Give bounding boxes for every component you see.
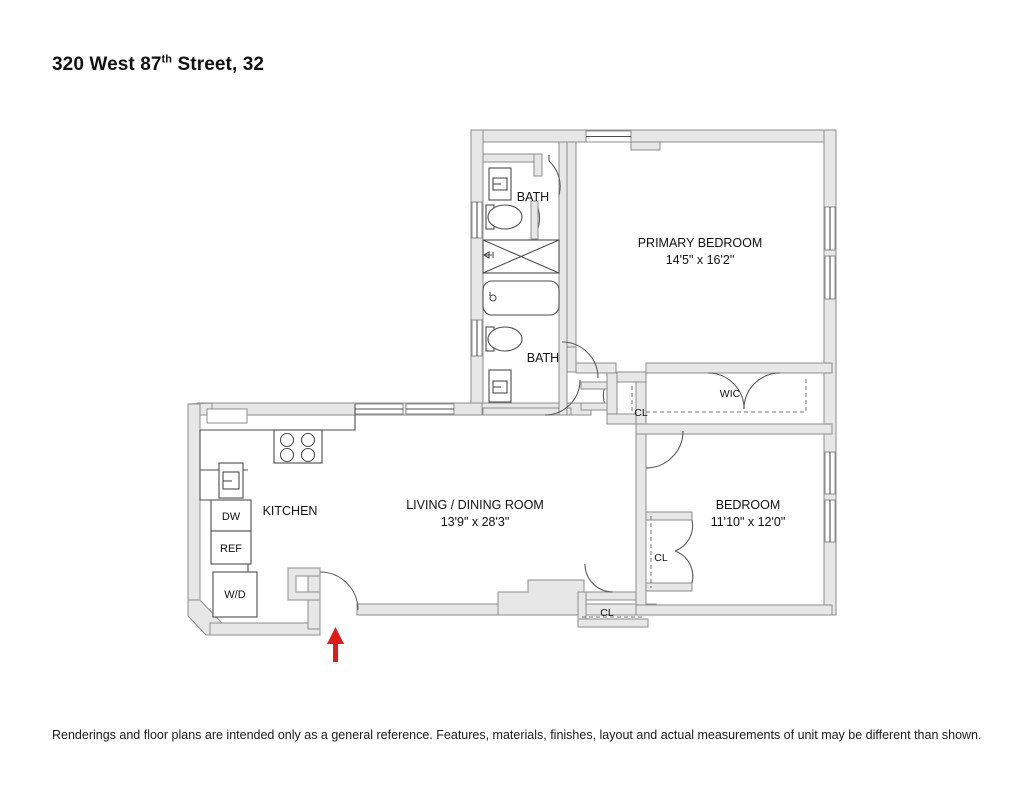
wall-bedroom-closet-top	[645, 511, 693, 521]
wall-exterior-left-upper	[470, 129, 484, 416]
label-bedroom: BEDROOM	[716, 498, 781, 512]
wall-living-bedroom-divider	[635, 423, 647, 616]
wall-closet-living-bottom	[577, 618, 649, 628]
window-kitchen-corner	[206, 408, 248, 424]
label-refrigerator: REF	[220, 543, 242, 555]
wall-primary-bottom-left	[575, 362, 617, 374]
wall-bath-upper-jamb	[533, 153, 543, 177]
label-washer-dryer: W/D	[224, 589, 245, 601]
dim-living-dining-room: 13'9" x 28'3"	[441, 515, 510, 529]
door-bedroom-entry	[645, 430, 684, 469]
burner-2	[300, 432, 316, 448]
tub-drain	[489, 294, 497, 302]
door-bath-lower-2	[544, 379, 581, 416]
wall-closet-wic-header	[580, 381, 608, 390]
wall-bath-upper-partition	[530, 200, 539, 240]
page-title-prefix: 320 West 87	[52, 54, 162, 75]
label-dishwasher: DW	[222, 511, 241, 523]
wall-kitchen-pantry-nook	[287, 567, 321, 601]
door-entry-swing	[319, 571, 359, 611]
page-title-suffix: Street, 32	[172, 54, 265, 75]
page-title-ordinal: th	[161, 53, 173, 66]
floorplan-container: PRIMARY BEDROOM 14'5" x 16'2" BEDROOM 11…	[0, 95, 1035, 685]
label-closet-bedroom: CL	[654, 552, 668, 564]
label-bath-upper: BATH	[517, 190, 549, 204]
burner-4	[300, 447, 316, 463]
windows-group	[206, 130, 836, 543]
page-title: 320 West 87th Street, 32	[52, 54, 264, 76]
door-bedroom-closet-2	[674, 550, 694, 584]
wall-wic-top	[645, 362, 833, 374]
wall-closet-wic-sill	[580, 402, 608, 411]
kitchen-fixtures-group	[199, 404, 356, 618]
door-wic-right	[743, 372, 781, 410]
wall-exterior-top	[470, 129, 837, 143]
bath-fixtures-group	[482, 167, 560, 403]
door-bedroom-closet-1	[674, 519, 694, 552]
wall-living-bottom-step	[497, 579, 585, 616]
dim-bedroom: 11'10" x 12'0"	[711, 515, 786, 529]
wall-bedroom-closet-bottom	[645, 582, 693, 592]
wall-kitchen-bottom	[209, 622, 321, 636]
dim-primary-bedroom: 14'5" x 16'2"	[666, 253, 735, 267]
refrigerator-icon	[210, 530, 252, 565]
burner-1	[279, 432, 295, 448]
floorplan-svg: PRIMARY BEDROOM 14'5" x 16'2" BEDROOM 11…	[187, 129, 837, 662]
room-labels-group: PRIMARY BEDROOM 14'5" x 16'2" BEDROOM 11…	[220, 190, 785, 619]
label-primary-bedroom: PRIMARY BEDROOM	[638, 236, 763, 250]
wall-bedroom-bottom	[635, 604, 833, 616]
wall-bath-lower-bottom	[482, 407, 572, 416]
wall-bedroom-top	[635, 423, 833, 435]
label-bath-lower: BATH	[527, 351, 559, 365]
toilet-icon-lower-bath	[487, 326, 523, 352]
wall-primary-top-notch	[630, 141, 661, 151]
wall-exterior-left-kitchen	[187, 403, 201, 613]
entry-arrow-icon	[327, 627, 344, 662]
label-closet-living: CL	[600, 607, 614, 619]
wic-shelf-dashed	[646, 376, 807, 413]
bathtub-icon	[482, 280, 560, 316]
wall-closet-living-top	[583, 591, 645, 601]
wall-bath-right-inner	[558, 141, 568, 416]
wall-wic-closet-right	[635, 381, 647, 425]
doors-group	[319, 155, 807, 618]
wall-living-bottom-left	[356, 603, 499, 616]
door-bath-lower-1	[561, 341, 599, 379]
door-wic-left	[707, 372, 745, 410]
door-closet-living	[584, 563, 614, 593]
washer-dryer-icon	[212, 571, 258, 618]
burner-3	[279, 447, 295, 463]
toilet-icon-upper-bath	[487, 204, 523, 230]
label-living-dining-room: LIVING / DINING ROOM	[406, 498, 544, 512]
label-closet-wic-entry: CL	[634, 407, 648, 419]
dishwasher-icon	[210, 499, 252, 532]
label-kitchen: KITCHEN	[263, 504, 318, 518]
disclaimer-text: Renderings and floor plans are intended …	[52, 728, 982, 742]
label-walk-in-closet: WIC	[720, 388, 741, 400]
wall-bath-upper-top	[482, 153, 542, 163]
door-bath-upper-1	[548, 160, 561, 196]
